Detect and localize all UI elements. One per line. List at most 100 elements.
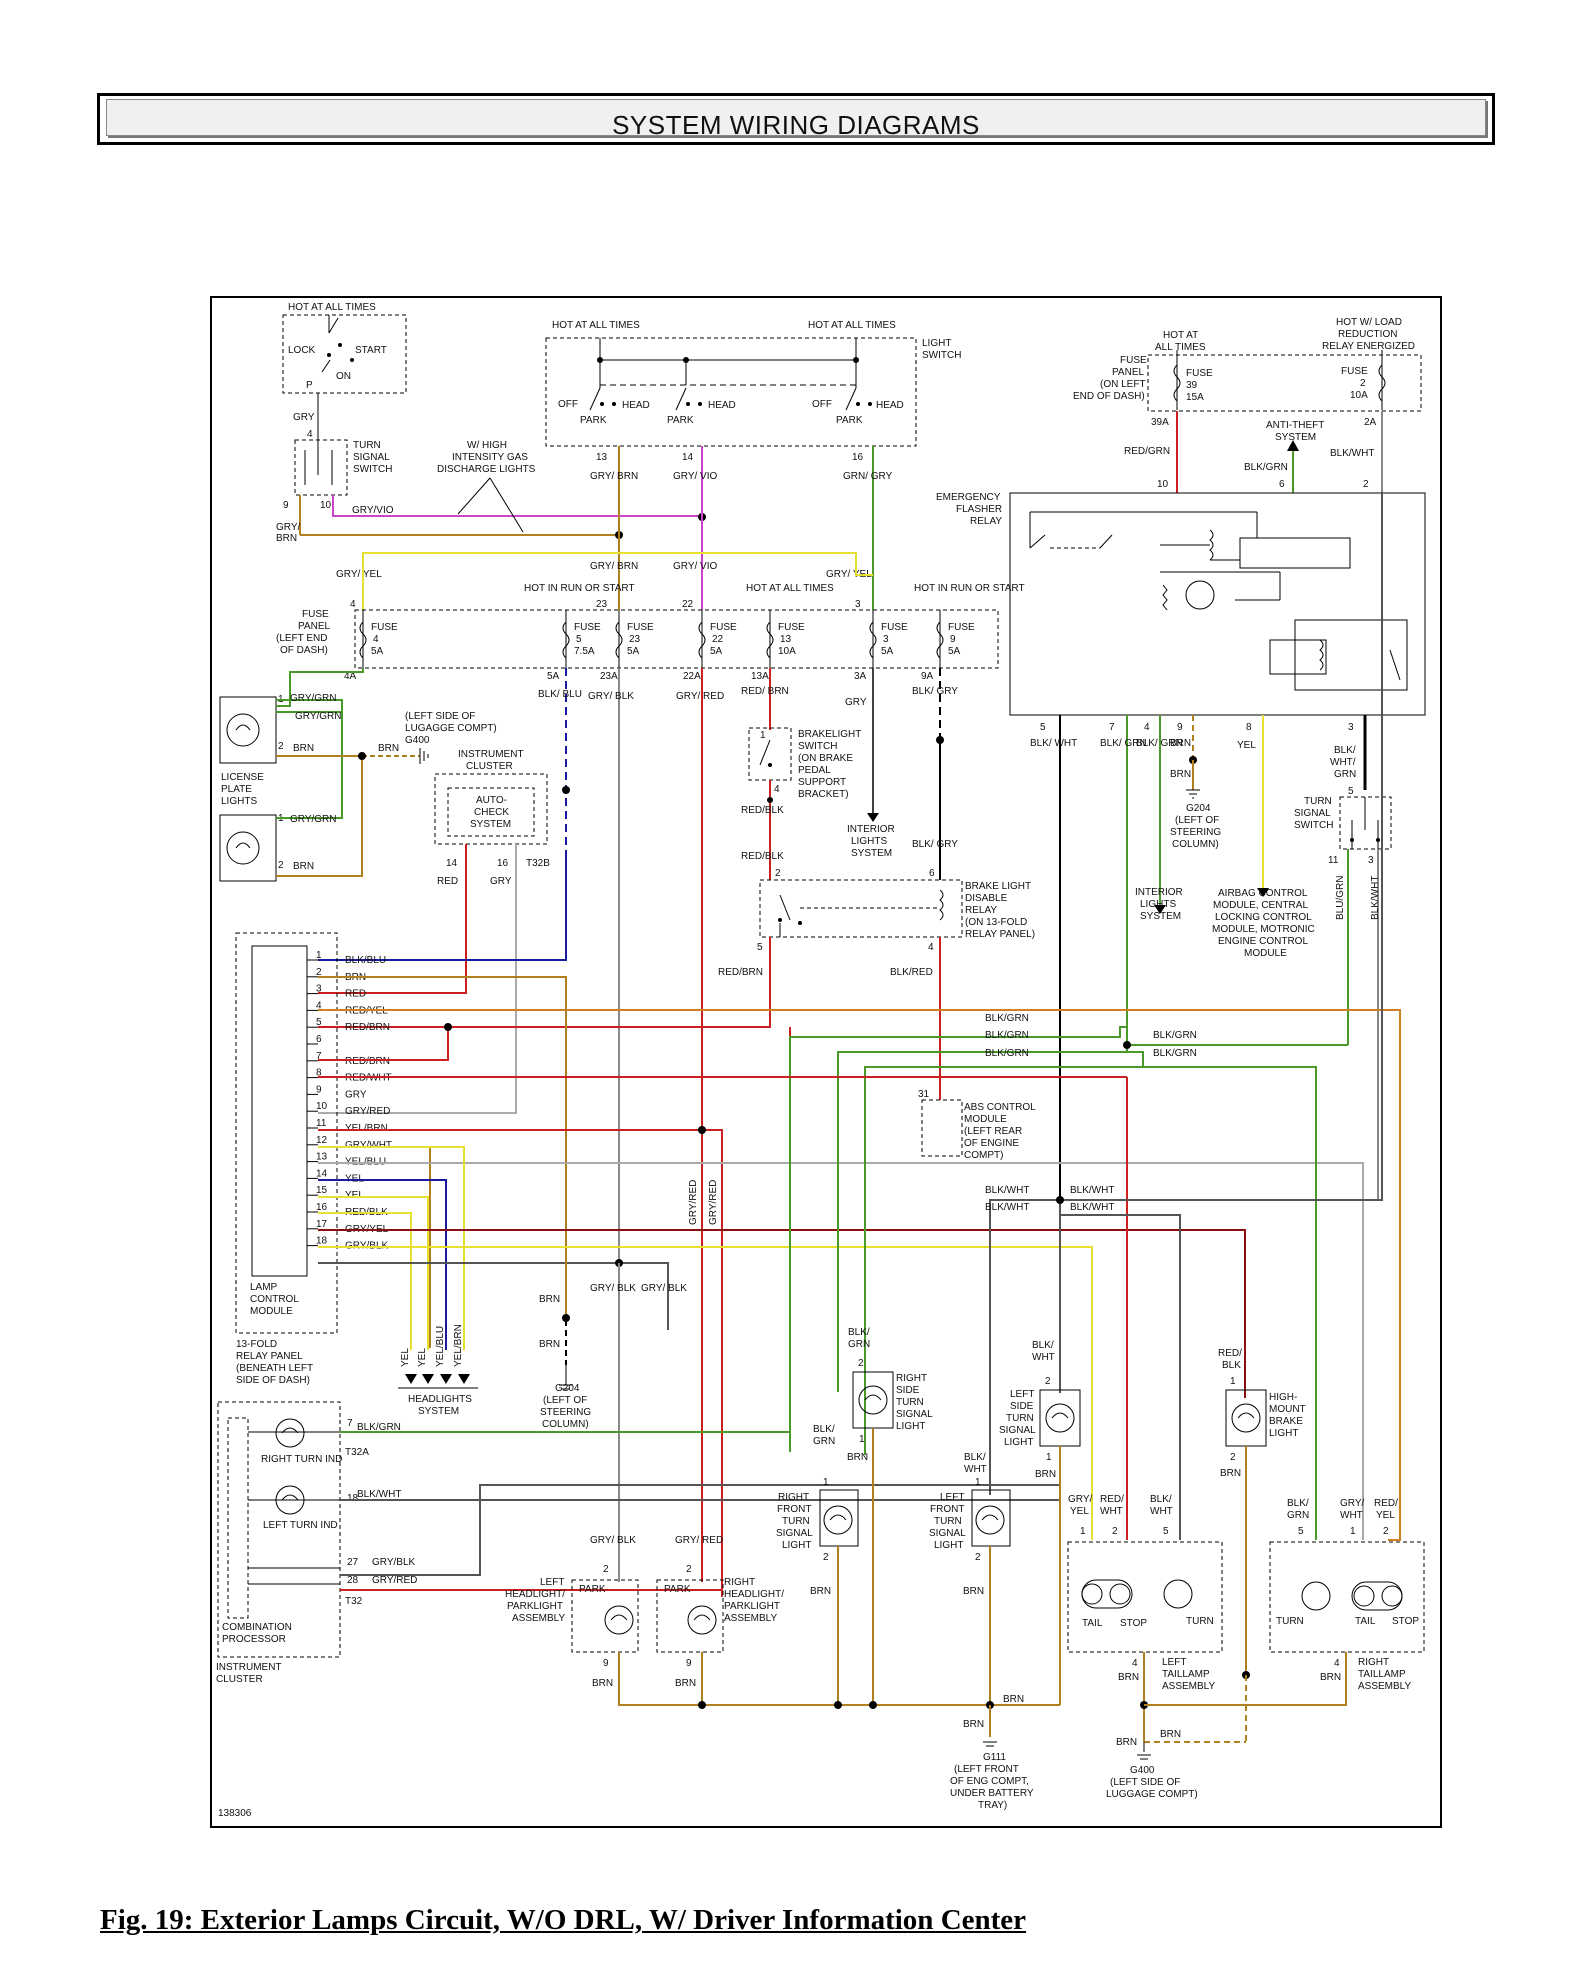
lcm-pin-wire: GRY/WHT — [345, 1140, 392, 1151]
wl-gry-grn-1: GRY/GRN — [290, 693, 337, 704]
fuse-label: FUSE — [778, 622, 805, 633]
wl-blk-grn-at: BLK/GRN — [1244, 462, 1288, 473]
svg-text:3: 3 — [855, 599, 861, 610]
fuse-out: 22A — [683, 671, 701, 682]
wl-lt-red-wht: RED/WHT — [1100, 1494, 1124, 1517]
ls-park-3: PARK — [836, 415, 863, 426]
wl-lst-blk-wht: BLK/WHT — [1032, 1340, 1055, 1363]
wl-red-grn: RED/GRN — [1124, 446, 1170, 457]
svg-text:2: 2 — [686, 1564, 692, 1575]
svg-text:2: 2 — [603, 1564, 609, 1575]
wl-rft-brn: BRN — [810, 1586, 831, 1597]
svg-text:39A: 39A — [1151, 417, 1169, 428]
svg-text:1: 1 — [823, 1477, 829, 1488]
ignition-on-label: ON — [336, 371, 351, 382]
svg-text:10: 10 — [1157, 479, 1169, 490]
lcm-pin-6: 6 — [307, 1034, 322, 1045]
lcm-pin-number: 13 — [316, 1152, 328, 1163]
rh-park: PARK — [664, 1584, 691, 1595]
gry-vio-horizontal-label: GRY/VIO — [352, 505, 394, 516]
wl-rt-gry-wht: GRY/WHT — [1340, 1498, 1364, 1521]
svg-text:1: 1 — [859, 1434, 865, 1445]
wl-lt-blk-wht: BLK/WHT — [1150, 1494, 1173, 1517]
wl-brn-lpl-3: BRN — [378, 743, 399, 754]
wl-gry-brn-2: GRY/ BRN — [590, 561, 638, 572]
svg-text:8: 8 — [1246, 722, 1252, 733]
ls-park-1: PARK — [580, 415, 607, 426]
ls-head-1: HEAD — [622, 400, 650, 411]
wl-blk-wht-b4: BLK/WHT — [1070, 1202, 1114, 1213]
headlight-wire-label: YEL/BLU — [435, 1326, 446, 1367]
rt-tail: TAIL — [1355, 1616, 1376, 1627]
svg-text:1: 1 — [975, 1477, 981, 1488]
wl-blk-grn-b1: BLK/GRN — [985, 1013, 1029, 1024]
fuse-amp: 10A — [778, 646, 796, 657]
svg-text:5: 5 — [1298, 1526, 1304, 1537]
svg-text:2: 2 — [1363, 479, 1369, 490]
svg-text:18: 18 — [347, 1493, 359, 1504]
hot-in-run-2: HOT IN RUN OR START — [914, 583, 1025, 594]
wl-blk-wht-top: BLK/WHT — [1330, 448, 1374, 459]
svg-text:4: 4 — [1144, 722, 1150, 733]
wl-blk-wht-b3: BLK/WHT — [1070, 1185, 1114, 1196]
wl-blk-grn-efr: BLK/ GRN — [1100, 738, 1147, 749]
wl-rt-brn: BRN — [1320, 1672, 1341, 1683]
lh-park: PARK — [579, 1584, 606, 1595]
svg-text:1: 1 — [760, 730, 766, 741]
lcm-pin-wire: YEL — [345, 1173, 364, 1184]
wire-red-blk — [318, 1229, 1246, 1398]
lt-tail: TAIL — [1082, 1618, 1103, 1629]
wl-blk-grn-b3: BLK/GRN — [985, 1048, 1029, 1059]
wl-red-ic: RED — [437, 876, 458, 887]
page-title: SYSTEM WIRING DIAGRAMS — [612, 110, 980, 140]
lcm-pin-wire: RED/WHT — [345, 1073, 392, 1084]
svg-text:7: 7 — [1109, 722, 1115, 733]
svg-text:9: 9 — [1177, 722, 1183, 733]
fuse-out: 9A — [921, 671, 934, 682]
wl-gry-grn-3: GRY/GRN — [290, 814, 337, 825]
svg-text:2: 2 — [975, 1552, 981, 1563]
wl-grn-gry-1: GRN/ GRY — [843, 471, 893, 482]
fuse-num: 23 — [629, 634, 641, 645]
fuse-amp: 5A — [710, 646, 723, 657]
svg-text:23: 23 — [596, 599, 608, 610]
wire-gry-red-10 — [318, 1129, 723, 1597]
wl-gry-blk-1: GRY/ BLK — [588, 691, 634, 702]
lcm-pin-number: 4 — [316, 1000, 322, 1011]
svg-text:9: 9 — [283, 500, 289, 511]
left-turn-ind: LEFT TURN IND — [263, 1520, 338, 1531]
svg-text:2: 2 — [775, 868, 781, 879]
wl-brn-lpl-2: BRN — [293, 861, 314, 872]
svg-text:4: 4 — [1334, 1658, 1340, 1669]
wl-red-brn-1: RED/ BRN — [741, 686, 789, 697]
fuse-num: 5 — [576, 634, 582, 645]
wl-rh-gry-red: GRY/ RED — [675, 1535, 723, 1546]
fuse-label: FUSE — [948, 622, 975, 633]
